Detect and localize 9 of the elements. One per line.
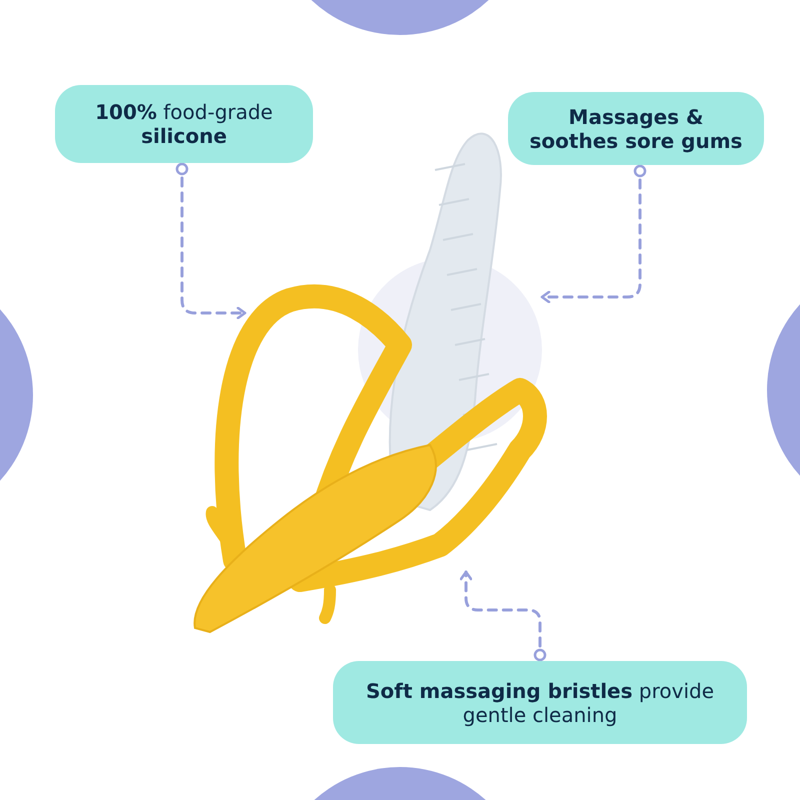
callout-box <box>508 92 764 165</box>
leader-line <box>540 164 646 304</box>
callout-text: Soft massaging bristles provide gentle cleaning <box>365 678 715 726</box>
callout-box <box>333 661 747 744</box>
leader-line <box>176 162 246 320</box>
callout-text: Massages & soothes sore gums <box>528 104 744 152</box>
callout-box <box>55 85 313 163</box>
leader-line <box>460 570 546 662</box>
callout-text: 100% food-grade silicone <box>94 100 274 148</box>
